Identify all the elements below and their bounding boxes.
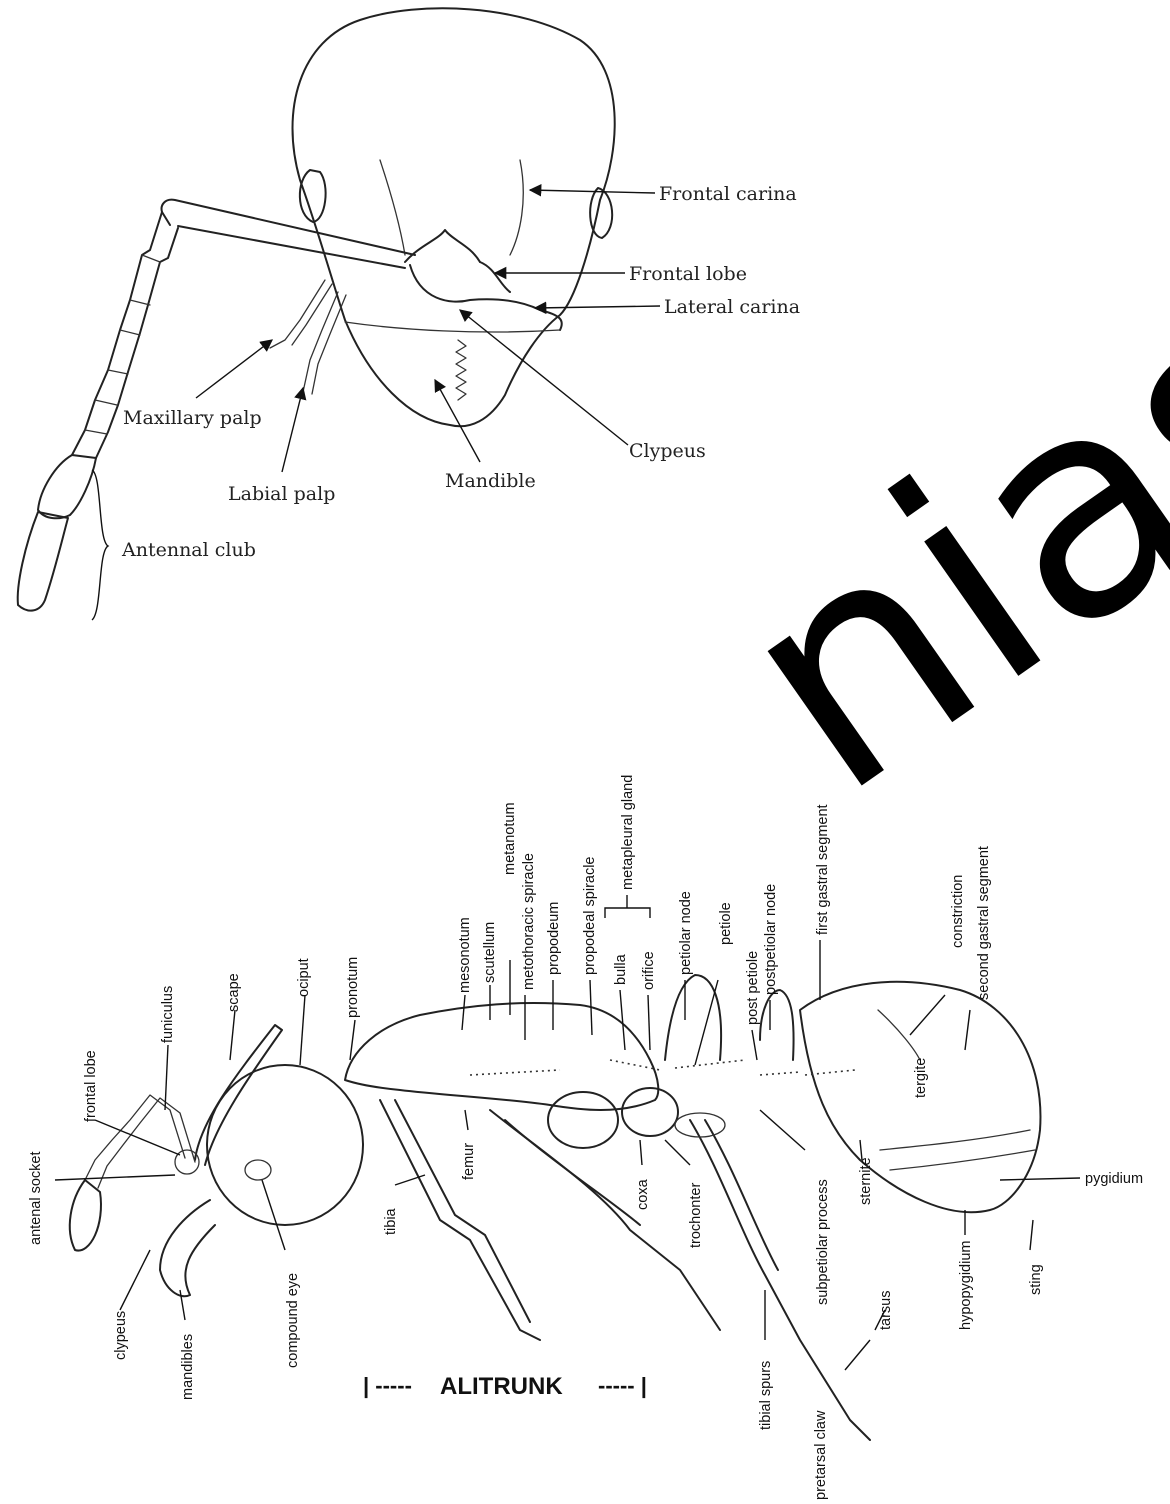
label-second-gastral-segment: second gastral segment bbox=[976, 846, 992, 1000]
label-tarsus: tarsus bbox=[878, 1291, 894, 1331]
label-compound-eye: compound eye bbox=[285, 1273, 301, 1368]
ant-lateral-drawing bbox=[70, 975, 1041, 1440]
label-pygidium: pygidium bbox=[1085, 1171, 1143, 1187]
label-petiole: petiole bbox=[718, 902, 734, 945]
label-lateral-carina: Lateral carina bbox=[664, 296, 800, 318]
label-frontal-carina: Frontal carina bbox=[659, 183, 797, 205]
body-labels: antenal socket frontal lobe funiculus sc… bbox=[28, 775, 1143, 1500]
label-clypeus: Clypeus bbox=[629, 440, 706, 462]
label-bulla: bulla bbox=[613, 953, 629, 985]
label-frontal-lobe-body: frontal lobe bbox=[83, 1050, 99, 1122]
head-labels: Frontal carina Frontal lobe Lateral cari… bbox=[121, 183, 800, 561]
label-metothoracic-spiracle: metothoracic spiracle bbox=[521, 853, 537, 990]
label-trochonter: trochonter bbox=[688, 1183, 704, 1248]
label-tibia: tibia bbox=[383, 1207, 399, 1235]
label-scutellum: scutellum bbox=[482, 922, 498, 983]
label-antennal-club: Antennal club bbox=[121, 539, 256, 561]
ant-head-front-drawing bbox=[18, 8, 615, 610]
label-sting: sting bbox=[1028, 1264, 1044, 1295]
label-frontal-lobe: Frontal lobe bbox=[629, 263, 747, 285]
label-propodeal-spiracle: propodeal spiracle bbox=[582, 857, 598, 976]
label-petiolar-node: petiolar node bbox=[678, 891, 694, 975]
label-orifice: orifice bbox=[641, 951, 657, 990]
label-postpetiolar-node: postpetiolar node bbox=[763, 884, 779, 995]
label-constriction: constriction bbox=[950, 875, 966, 948]
alitrunk-left-mark-text: | ----- bbox=[363, 1373, 412, 1398]
label-labial-palp: Labial palp bbox=[228, 483, 335, 505]
alitrunk-title: ALITRUNK bbox=[440, 1373, 563, 1400]
label-mesonotum: mesonotum bbox=[457, 917, 473, 993]
label-antenal-socket: antenal socket bbox=[28, 1151, 44, 1245]
label-metapleural-gland: metapleural gland bbox=[620, 775, 636, 890]
label-femur: femur bbox=[461, 1143, 477, 1180]
label-propodeum: propodeum bbox=[546, 902, 562, 975]
label-clypeus-body: clypeus bbox=[113, 1311, 129, 1360]
label-scape: scape bbox=[226, 973, 242, 1012]
label-pretarsal-claw: pretarsal claw bbox=[813, 1410, 829, 1500]
alitrunk-caption: | ----- ALITRUNK ----- | bbox=[363, 1373, 647, 1400]
label-ociput: ociput bbox=[296, 958, 312, 997]
label-coxa: coxa bbox=[635, 1178, 651, 1210]
label-tibial-spurs: tibial spurs bbox=[758, 1361, 774, 1430]
label-maxillary-palp: Maxillary palp bbox=[123, 407, 262, 429]
label-mandibles: mandibles bbox=[180, 1334, 196, 1400]
label-first-gastral-segment: first gastral segment bbox=[815, 804, 831, 935]
label-mandible: Mandible bbox=[445, 470, 536, 492]
alitrunk-right-mark-text: ----- | bbox=[598, 1373, 647, 1398]
label-hypopygidium: hypopygidium bbox=[958, 1241, 974, 1330]
label-metanotum: metanotum bbox=[502, 802, 518, 875]
label-tergite: tergite bbox=[913, 1058, 929, 1098]
label-subpetiolar-process: subpetiolar process bbox=[815, 1179, 831, 1305]
label-post-petiole: post petiole bbox=[745, 951, 761, 1025]
label-sternite: sternite bbox=[858, 1157, 874, 1205]
label-funiculus: funiculus bbox=[160, 986, 176, 1043]
label-pronotum: pronotum bbox=[345, 957, 361, 1018]
